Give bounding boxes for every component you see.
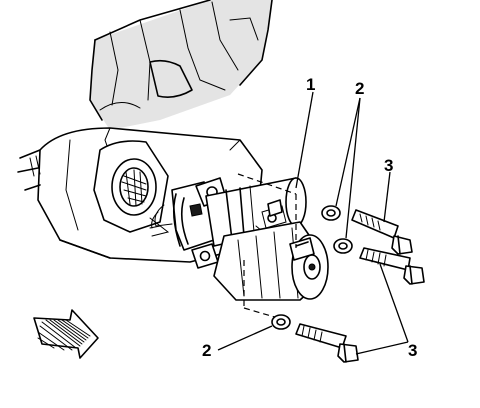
front-direction-arrow-icon (33, 309, 99, 359)
bolt-lower (295, 323, 359, 363)
starter-motor (151, 177, 329, 301)
callout-bolts-lower: 3 (408, 341, 418, 360)
callout-bolts-upper: 3 (384, 156, 394, 175)
callout-washer-lower: 2 (202, 341, 212, 360)
leader-lines (217, 91, 409, 355)
washer-upper-1 (321, 205, 341, 221)
alignment-lines (237, 173, 297, 319)
engine-block (89, 0, 273, 130)
bolt-upper-2 (359, 247, 425, 285)
washer-lower (271, 314, 291, 330)
callout-washers-upper: 2 (355, 79, 365, 98)
callout-starter-motor: 1 (306, 75, 316, 94)
bolt-upper-1 (351, 209, 413, 255)
washer-upper-2 (333, 238, 353, 254)
